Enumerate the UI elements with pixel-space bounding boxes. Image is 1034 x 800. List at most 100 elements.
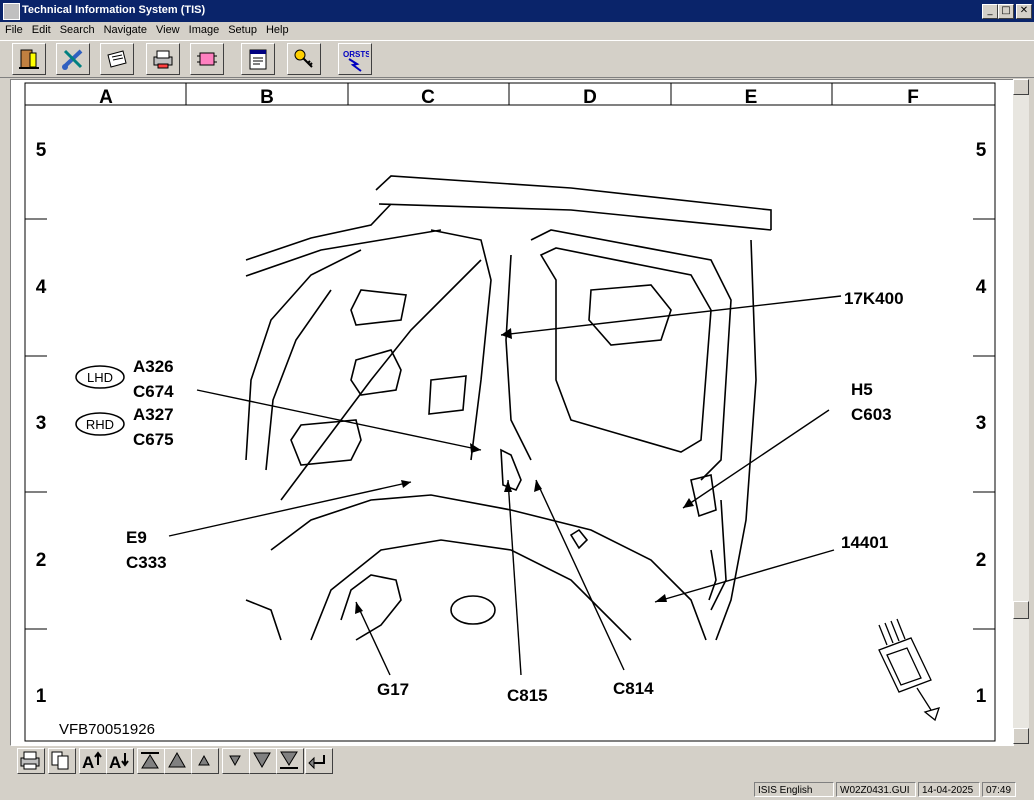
rhd-oval [75,412,125,436]
last-page-icon [280,751,298,769]
exit-icon [19,49,39,69]
first-page-button[interactable] [137,748,165,774]
vehicle-drawing [245,175,772,641]
menu-setup[interactable]: Setup [228,24,257,36]
lhd-oval [75,365,125,389]
label-g17: G17 [377,680,409,699]
grid-row-1-right: 1 [976,686,987,707]
exit-button[interactable] [12,43,46,75]
label-e9: E9 [126,528,147,547]
report-button[interactable] [241,43,275,75]
leader-arrows [355,328,694,614]
scroll-thumb[interactable] [1013,601,1029,619]
leader-lines [168,295,842,676]
orsts-icon: ORSTS [343,50,369,72]
vertical-scrollbar[interactable] [1013,79,1029,744]
title-bar: Technical Information System (TIS) _ □ ✕ [0,0,1034,22]
scroll-down-button[interactable] [1013,728,1029,744]
menu-file[interactable]: File [5,24,23,36]
label-14401: 14401 [841,533,888,552]
label-c674: C674 [133,382,174,401]
label-17k400: 17K400 [844,289,904,308]
lhd-label: LHD [87,370,113,385]
window-title: Technical Information System (TIS) [22,4,206,16]
svg-text:ORSTS: ORSTS [343,50,369,59]
text-smaller-button[interactable]: A [106,748,134,774]
grid-row-2-left: 2 [36,550,47,571]
wiring-diagram: A B C D E F 5 5 4 4 3 3 2 2 1 1 [24,82,996,742]
grid-col-d: D [583,87,597,108]
status-bar: ISIS English W02Z0431.GUI 14-04-2025 07:… [0,780,1034,800]
close-button[interactable]: ✕ [1016,4,1032,19]
grid-col-e: E [745,87,758,108]
key-button[interactable] [287,43,321,75]
print-button[interactable] [17,748,45,774]
label-a327: A327 [133,405,174,424]
text-smaller-icon: A [109,753,129,772]
svg-text:A: A [82,753,94,771]
grid-col-b: B [260,87,274,108]
return-button[interactable] [305,748,333,774]
document-icon [107,50,127,68]
line-up-button[interactable] [191,748,219,774]
menu-edit[interactable]: Edit [31,24,51,36]
status-file: W02Z0431.GUI [836,782,916,797]
grid-row-3-left: 3 [36,413,47,434]
print-icon [20,751,40,770]
navigation-toolbar: A A [0,745,1034,779]
key-icon [294,49,313,68]
document-button[interactable] [100,43,134,75]
text-larger-button[interactable]: A [79,748,107,774]
status-time: 07:49 [982,782,1016,797]
component-button[interactable] [190,43,224,75]
tools-icon [62,49,83,70]
grid-row-5-right: 5 [976,140,987,161]
menu-search[interactable]: Search [59,24,95,36]
tools-button[interactable] [56,43,90,75]
return-icon [308,755,325,770]
grid-row-4-right: 4 [976,277,987,298]
diagram-viewer: A B C D E F 5 5 4 4 3 3 2 2 1 1 [10,79,1014,746]
text-larger-icon: A [82,751,102,772]
svg-text:A: A [109,753,121,771]
grid-row-3-right: 3 [976,413,987,434]
label-c814: C814 [613,679,654,698]
grid-row-2-right: 2 [976,550,987,571]
menu-image[interactable]: Image [188,24,220,36]
page-down-button[interactable] [249,748,277,774]
grid-row-1-left: 1 [36,686,47,707]
grid-row-4-left: 4 [36,277,47,298]
last-page-button[interactable] [276,748,304,774]
toolbar: ORSTS [0,40,1034,78]
label-a326: A326 [133,357,174,376]
figure-id: VFB70051926 [59,721,155,738]
copy-icon [51,751,69,770]
label-c603: C603 [851,405,892,424]
line-down-button[interactable] [222,748,250,774]
scroll-up-button[interactable] [1013,79,1029,95]
copy-button[interactable] [48,748,76,774]
rhd-label: RHD [86,417,114,432]
menu-help[interactable]: Help [265,24,289,36]
status-date: 14-04-2025 [918,782,980,797]
printer-icon [153,50,173,69]
maximize-button[interactable]: □ [998,4,1014,19]
grid-col-f: F [907,87,919,108]
minimize-button[interactable]: _ [982,4,998,19]
menu-navigate[interactable]: Navigate [103,24,147,36]
orsts-button[interactable]: ORSTS [338,43,372,75]
app-icon [3,3,20,20]
menu-view[interactable]: View [155,24,180,36]
printer-button[interactable] [146,43,180,75]
label-h5: H5 [851,380,873,399]
page-down-icon [253,752,271,769]
label-c333: C333 [126,553,167,572]
connector-symbol-icon [878,618,941,722]
page-up-icon [168,751,186,768]
page-up-button[interactable] [164,748,192,774]
menu-bar: File Edit Search Navigate View Image Setup Help [0,22,1034,39]
line-down-icon [229,755,241,767]
component-icon [197,52,217,66]
label-c815: C815 [507,686,548,705]
grid-row-5-left: 5 [36,140,47,161]
